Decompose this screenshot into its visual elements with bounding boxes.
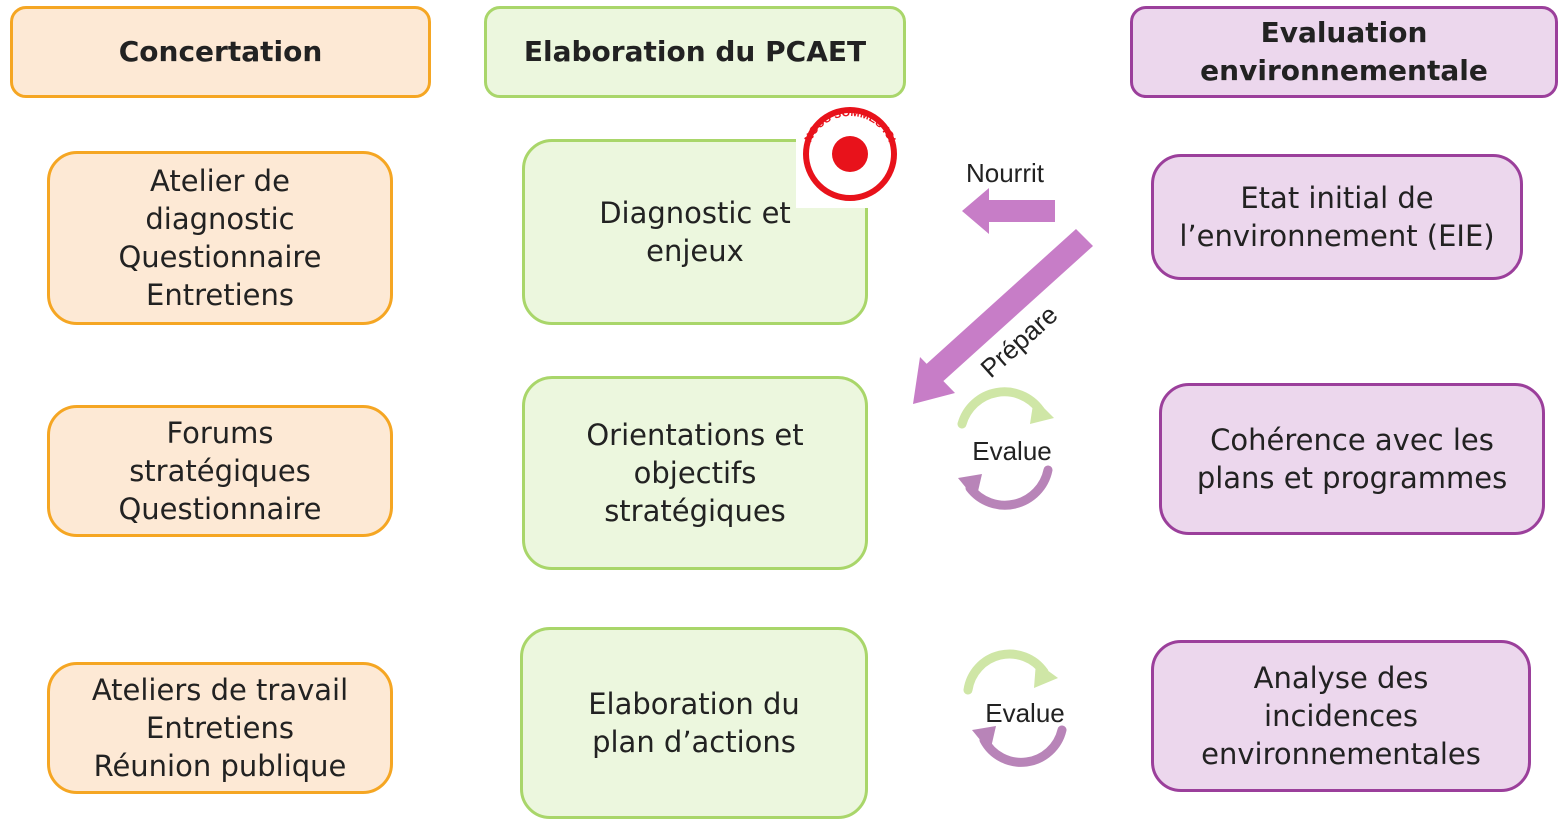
elaboration-step-3: Elaboration du plan d’actions: [520, 627, 868, 819]
evaluation-step-2: Cohérence avec les plans et programmes: [1159, 383, 1545, 535]
header-concertation-label: Concertation: [118, 35, 323, 68]
header-elaboration-label: Elaboration du PCAET: [523, 35, 867, 68]
evaluation-step-2-line-2: plans et programmes: [1196, 461, 1508, 495]
evaluation-step-3-line-1: Analyse des: [1253, 661, 1429, 695]
evalue-cycle-icon-2: [963, 649, 1067, 767]
evalue-label-2: Evalue: [985, 698, 1065, 728]
elaboration-step-2: Orientations et objectifs stratégiques: [522, 376, 868, 570]
evaluation-step-1-line-2: l’environnement (EIE): [1179, 219, 1495, 253]
concertation-step-2: Forums stratégiques Questionnaire: [47, 405, 393, 537]
concertation-step-1-line-1: Atelier de: [150, 164, 290, 198]
concertation-step-3-line-1: Ateliers de travail: [91, 673, 349, 707]
concertation-step-1-line-3: Questionnaire: [118, 240, 322, 274]
evaluation-step-3: Analyse des incidences environnementales: [1151, 640, 1531, 792]
concertation-step-2-line-2: stratégiques: [129, 454, 311, 488]
nourrit-label: Nourrit: [966, 158, 1045, 188]
concertation-step-3-line-2: Entretiens: [146, 711, 294, 745]
concertation-step-3-line-3: Réunion publique: [93, 749, 347, 783]
evaluation-step-1-line-1: Etat initial de: [1240, 181, 1434, 215]
evaluation-step-3-line-3: environnementales: [1201, 737, 1481, 771]
evaluation-step-3-line-2: incidences: [1264, 699, 1418, 733]
header-concertation: Concertation: [10, 6, 431, 98]
nous-sommes-ici-badge: NOUS SOMMES ICI: [796, 104, 900, 208]
elaboration-step-1-line-2: enjeux: [646, 234, 744, 268]
elaboration-step-3-line-2: plan d’actions: [592, 725, 796, 759]
nourrit-arrow: [962, 188, 1055, 234]
elaboration-step-1-line-1: Diagnostic et: [599, 196, 791, 230]
header-evaluation: Evaluation environnementale: [1130, 6, 1558, 98]
evalue-cycle-icon-1: [957, 387, 1054, 510]
header-evaluation-line-1: Evaluation: [1260, 16, 1428, 49]
elaboration-step-2-line-3: stratégiques: [604, 494, 786, 528]
concertation-step-1-line-2: diagnostic: [145, 202, 295, 236]
elaboration-step-2-line-1: Orientations et: [586, 418, 804, 452]
concertation-step-3: Ateliers de travail Entretiens Réunion p…: [47, 662, 393, 794]
concertation-step-1: Atelier de diagnostic Questionnaire Entr…: [47, 151, 393, 325]
concertation-step-2-line-3: Questionnaire: [118, 492, 322, 526]
elaboration-step-3-line-1: Elaboration du: [588, 687, 800, 721]
concertation-step-2-line-1: Forums: [166, 416, 274, 450]
prepare-arrow: [913, 229, 1093, 404]
header-elaboration: Elaboration du PCAET: [484, 6, 906, 98]
elaboration-step-2-line-2: objectifs: [633, 456, 757, 490]
concertation-step-1-line-4: Entretiens: [146, 278, 294, 312]
evaluation-step-1: Etat initial de l’environnement (EIE): [1151, 154, 1523, 280]
evaluation-step-2-line-1: Cohérence avec les: [1210, 423, 1494, 457]
header-evaluation-line-2: environnementale: [1200, 54, 1488, 87]
evalue-label-1: Evalue: [972, 436, 1052, 466]
